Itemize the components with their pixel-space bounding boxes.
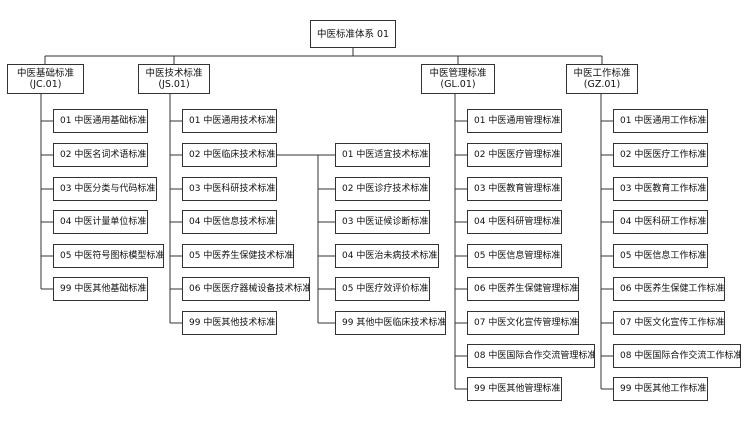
jc-item: 03 中医分类与代码标准: [53, 177, 157, 201]
item-label: 06 中医养生保健管理标准: [474, 283, 579, 294]
item-label: 06 中医养生保健工作标准: [620, 283, 725, 294]
item-label: 05 中医信息工作标准: [620, 250, 707, 261]
js-item: 01 中医通用技术标准: [182, 109, 277, 133]
item-label: 99 中医其他管理标准: [474, 383, 561, 394]
item-label: 99 中医其他工作标准: [620, 383, 707, 394]
item-label: 01 中医通用管理标准: [474, 115, 561, 126]
js-item: 02 中医临床技术标准: [182, 143, 277, 167]
category-name: 中医工作标准: [573, 68, 631, 79]
item-label: 05 中医疗效评价标准: [342, 283, 429, 294]
item-label: 01 中医适宜技术标准: [342, 149, 429, 160]
category-name: 中医基础标准: [16, 68, 74, 79]
gl-item: 04 中医科研管理标准: [467, 210, 562, 234]
category-gz: 中医工作标准 (GZ.01): [566, 64, 638, 94]
gz-item: 08 中医国际合作交流工作标准: [613, 344, 741, 368]
item-label: 03 中医分类与代码标准: [60, 183, 156, 194]
item-label: 03 中医科研技术标准: [189, 183, 276, 194]
item-label: 04 中医信息技术标准: [189, 216, 276, 227]
category-code: (JS.01): [158, 79, 190, 90]
item-label: 99 中医其他技术标准: [189, 317, 276, 328]
item-label: 04 中医科研工作标准: [620, 216, 707, 227]
js-item: 99 中医其他技术标准: [182, 311, 277, 335]
js-clinical-sub-item: 02 中医诊疗技术标准: [335, 177, 430, 201]
item-label: 99 中医其他基础标准: [60, 283, 147, 294]
category-jc: 中医基础标准 (JC.01): [7, 64, 84, 94]
root-node: 中医标准体系 01: [310, 20, 396, 48]
gz-item: 99 中医其他工作标准: [613, 377, 708, 401]
js-item: 06 中医医疗器械设备技术标准: [182, 277, 310, 301]
gl-item: 05 中医信息管理标准: [467, 244, 562, 268]
item-label: 06 中医医疗器械设备技术标准: [189, 283, 310, 294]
item-label: 07 中医文化宣传工作标准: [620, 317, 725, 328]
jc-item: 99 中医其他基础标准: [53, 277, 148, 301]
gz-item: 02 中医医疗工作标准: [613, 143, 708, 167]
jc-item: 05 中医符号图标模型标准: [53, 244, 164, 268]
item-label: 02 中医临床技术标准: [189, 149, 276, 160]
js-clinical-sub-item: 04 中医治未病技术标准: [335, 244, 439, 268]
gl-item: 99 中医其他管理标准: [467, 377, 562, 401]
category-code: (JC.01): [29, 79, 62, 90]
gl-item: 07 中医文化宣传管理标准: [467, 311, 579, 335]
item-label: 03 中医教育管理标准: [474, 183, 561, 194]
gl-item: 06 中医养生保健管理标准: [467, 277, 579, 301]
js-clinical-sub-item: 03 中医证候诊断标准: [335, 210, 430, 234]
jc-item: 04 中医计量单位标准: [53, 210, 148, 234]
jc-item: 01 中医通用基础标准: [53, 109, 148, 133]
item-label: 99 其他中医临床技术标准: [342, 317, 446, 328]
item-label: 01 中医通用基础标准: [60, 115, 147, 126]
category-code: (GL.01): [440, 79, 476, 90]
item-label: 04 中医科研管理标准: [474, 216, 561, 227]
gz-item: 04 中医科研工作标准: [613, 210, 708, 234]
gz-item: 03 中医教育工作标准: [613, 177, 708, 201]
item-label: 07 中医文化宣传管理标准: [474, 317, 579, 328]
category-code: (GZ.01): [583, 79, 621, 90]
item-label: 02 中医名词术语标准: [60, 149, 147, 160]
category-name: 中医管理标准: [429, 68, 487, 79]
gz-item: 07 中医文化宣传工作标准: [613, 311, 725, 335]
item-label: 01 中医通用工作标准: [620, 115, 707, 126]
gl-item: 08 中医国际合作交流管理标准: [467, 344, 595, 368]
item-label: 01 中医通用技术标准: [189, 115, 276, 126]
item-label: 02 中医诊疗技术标准: [342, 183, 429, 194]
item-label: 08 中医国际合作交流管理标准: [474, 350, 595, 361]
js-item: 04 中医信息技术标准: [182, 210, 277, 234]
item-label: 02 中医医疗管理标准: [474, 149, 561, 160]
gl-item: 01 中医通用管理标准: [467, 109, 562, 133]
gz-item: 06 中医养生保健工作标准: [613, 277, 725, 301]
gl-item: 03 中医教育管理标准: [467, 177, 562, 201]
item-label: 05 中医符号图标模型标准: [60, 250, 164, 261]
gz-item: 05 中医信息工作标准: [613, 244, 708, 268]
category-name: 中医技术标准: [145, 68, 203, 79]
js-clinical-sub-item: 01 中医适宜技术标准: [335, 143, 430, 167]
gz-item: 01 中医通用工作标准: [613, 109, 708, 133]
category-js: 中医技术标准 (JS.01): [138, 64, 210, 94]
item-label: 04 中医计量单位标准: [60, 216, 147, 227]
item-label: 05 中医信息管理标准: [474, 250, 561, 261]
js-clinical-sub-item: 99 其他中医临床技术标准: [335, 311, 446, 335]
item-label: 03 中医教育工作标准: [620, 183, 707, 194]
jc-item: 02 中医名词术语标准: [53, 143, 148, 167]
category-gl: 中医管理标准 (GL.01): [421, 64, 495, 94]
root-label: 中医标准体系 01: [316, 28, 390, 40]
item-label: 02 中医医疗工作标准: [620, 149, 707, 160]
js-item: 05 中医养生保健技术标准: [182, 244, 294, 268]
item-label: 05 中医养生保健技术标准: [189, 250, 294, 261]
js-item: 03 中医科研技术标准: [182, 177, 277, 201]
gl-item: 02 中医医疗管理标准: [467, 143, 562, 167]
item-label: 08 中医国际合作交流工作标准: [620, 350, 741, 361]
item-label: 03 中医证候诊断标准: [342, 216, 429, 227]
js-clinical-sub-item: 05 中医疗效评价标准: [335, 277, 430, 301]
item-label: 04 中医治未病技术标准: [342, 250, 438, 261]
